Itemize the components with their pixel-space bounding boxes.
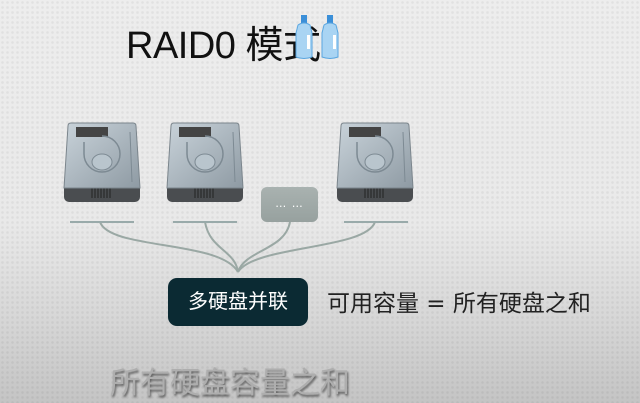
- water-bottle-icon: [295, 15, 313, 59]
- parallel-disks-node: 多硬盘并联: [168, 278, 308, 326]
- water-bottle-icon: [321, 15, 339, 59]
- drive-baseline: [344, 221, 408, 223]
- hard-drive-icon: [63, 122, 141, 202]
- subtitle: 所有硬盘容量之和: [110, 366, 350, 401]
- page-title: RAID0 模式: [126, 25, 321, 67]
- hard-drive-icon: [336, 122, 414, 202]
- drive-baseline: [70, 221, 134, 223]
- drive-baseline: [173, 221, 237, 223]
- more-drives-box: … …: [261, 187, 318, 222]
- capacity-formula: 可用容量 = 所有硬盘之和: [327, 291, 591, 317]
- hard-drive-icon: [166, 122, 244, 202]
